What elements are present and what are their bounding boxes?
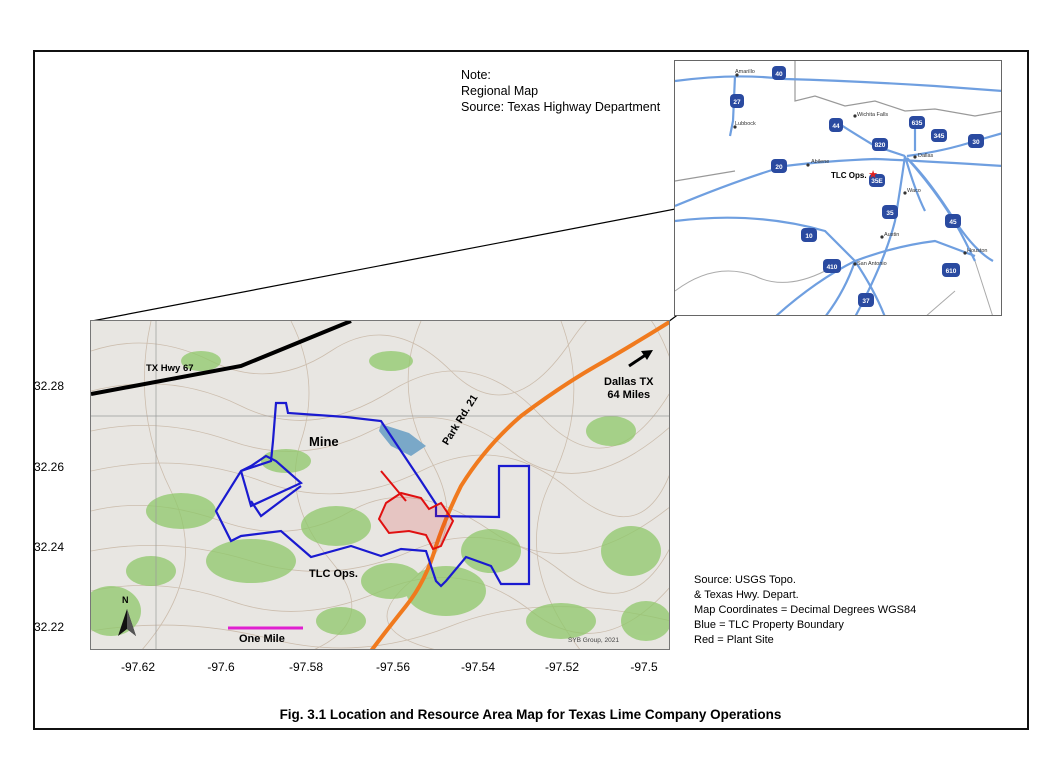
tlc-ops-label: TLC Ops. bbox=[309, 568, 358, 580]
svg-text:45: 45 bbox=[949, 219, 957, 226]
inset-map-svg: Amarillo Lubbock Wichita Falls Abilene D… bbox=[675, 61, 1001, 315]
x-tick-label: -97.56 bbox=[375, 660, 411, 674]
y-tick-label: 32.26 bbox=[34, 460, 65, 474]
interstate-shield-icon: 27 bbox=[730, 94, 744, 108]
x-tick-label: -97.6 bbox=[207, 660, 235, 674]
figure-caption: Fig. 3.1 Location and Resource Area Map … bbox=[279, 707, 782, 722]
tx-hwy-67-label: TX Hwy 67 bbox=[146, 363, 194, 374]
svg-text:20: 20 bbox=[775, 164, 783, 171]
source-legend: Source: USGS Topo. & Texas Hwy. Depart. … bbox=[694, 573, 916, 648]
legend-blue-boundary: Blue = TLC Property Boundary bbox=[694, 619, 844, 631]
interstate-shield-icon: 44 bbox=[829, 118, 843, 132]
city-label-waco: Waco bbox=[907, 188, 921, 194]
svg-text:345: 345 bbox=[934, 133, 945, 140]
topo-map-svg bbox=[91, 321, 669, 649]
y-tick-label: 32.28 bbox=[34, 379, 65, 393]
note-block: Note: Regional Map Source: Texas Highway… bbox=[461, 67, 660, 115]
dallas-distance-label: Dallas TX 64 Miles bbox=[604, 376, 654, 402]
interstate-shield-icon: 610 bbox=[942, 263, 960, 277]
tlc-location-star-icon: ★ bbox=[868, 169, 878, 181]
dallas-label-line1: Dallas TX bbox=[604, 376, 654, 388]
svg-text:635: 635 bbox=[912, 120, 923, 127]
tlc-property-boundary bbox=[214, 401, 531, 588]
city-label-abilene: Abilene bbox=[811, 159, 829, 165]
svg-text:35: 35 bbox=[886, 210, 894, 217]
note-regional-map: Regional Map bbox=[461, 84, 539, 98]
x-tick-label: -97.5 bbox=[630, 660, 658, 674]
mine-label: Mine bbox=[309, 434, 339, 449]
interstate-shield-icon: 35E bbox=[869, 174, 885, 187]
city-label-wichita-falls: Wichita Falls bbox=[857, 112, 888, 118]
interstate-shield-icon: 40 bbox=[772, 66, 786, 80]
x-tick-label: -97.58 bbox=[288, 660, 324, 674]
interstate-shield-icon: 30 bbox=[968, 134, 984, 148]
svg-text:10: 10 bbox=[805, 233, 813, 240]
city-label-dallas: Dallas bbox=[918, 153, 934, 159]
y-tick-label: 32.22 bbox=[34, 620, 65, 634]
coordinate-system-note: Map Coordinates = Decimal Degrees WGS84 bbox=[694, 604, 917, 616]
x-tick-label: -97.52 bbox=[544, 660, 580, 674]
inset-tlc-ops-label: TLC Ops. bbox=[831, 171, 867, 180]
interstate-shield-icon: 20 bbox=[771, 159, 787, 173]
city-label-amarillo: Amarillo bbox=[735, 69, 755, 75]
city-label-houston: Houston bbox=[967, 248, 988, 254]
y-tick-label: 32.24 bbox=[34, 540, 65, 554]
svg-text:610: 610 bbox=[946, 268, 957, 275]
interstate-shield-icon: 10 bbox=[801, 228, 817, 242]
dallas-label-line2: 64 Miles bbox=[607, 389, 651, 401]
interstate-shield-icon: 410 bbox=[823, 259, 841, 273]
map-credit: SYB Group, 2021 bbox=[568, 637, 619, 644]
city-label-austin: Austin bbox=[884, 232, 899, 238]
north-arrow-icon bbox=[118, 609, 136, 636]
tx-hwy-67-road bbox=[91, 321, 352, 396]
lake-water bbox=[379, 424, 426, 456]
svg-text:44: 44 bbox=[832, 123, 840, 130]
note-title: Note: bbox=[461, 68, 491, 82]
x-tick-label: -97.54 bbox=[460, 660, 496, 674]
svg-text:35E: 35E bbox=[871, 178, 883, 185]
svg-text:40: 40 bbox=[775, 71, 783, 78]
svg-text:30: 30 bbox=[972, 139, 980, 146]
svg-text:820: 820 bbox=[875, 142, 886, 149]
park-road-21 bbox=[370, 321, 669, 649]
regional-inset-map: Amarillo Lubbock Wichita Falls Abilene D… bbox=[674, 60, 1002, 316]
one-mile-label: One Mile bbox=[239, 633, 285, 645]
svg-text:27: 27 bbox=[733, 99, 741, 106]
source-line: Source: USGS Topo. bbox=[694, 574, 796, 586]
x-tick-label: -97.62 bbox=[120, 660, 156, 674]
north-label: N bbox=[122, 595, 129, 605]
interstate-shield-icon: 635 bbox=[909, 116, 925, 129]
svg-text:410: 410 bbox=[827, 264, 838, 271]
interstate-shield-icon: 45 bbox=[945, 214, 961, 228]
svg-text:37: 37 bbox=[862, 298, 870, 305]
figure-frame bbox=[33, 50, 1029, 730]
dallas-direction-arrow-icon bbox=[628, 350, 653, 368]
legend-red-plant: Red = Plant Site bbox=[694, 634, 774, 646]
city-label-san-antonio: San Antonio bbox=[857, 261, 887, 267]
plant-site-boundary bbox=[377, 491, 455, 551]
interstate-shield-icon: 820 bbox=[872, 138, 888, 151]
plant-entry-road bbox=[380, 470, 407, 502]
city-label-lubbock: Lubbock bbox=[735, 121, 756, 127]
source-line: & Texas Hwy. Depart. bbox=[694, 589, 799, 601]
note-source: Source: Texas Highway Department bbox=[461, 100, 661, 114]
interstate-shield-icon: 35 bbox=[882, 205, 898, 219]
interstate-shield-icon: 345 bbox=[931, 129, 947, 142]
topo-map: TX Hwy 67 Park Rd. 21 Dallas TX 64 Miles… bbox=[90, 320, 670, 650]
interstate-shield-icon: 37 bbox=[858, 293, 874, 307]
